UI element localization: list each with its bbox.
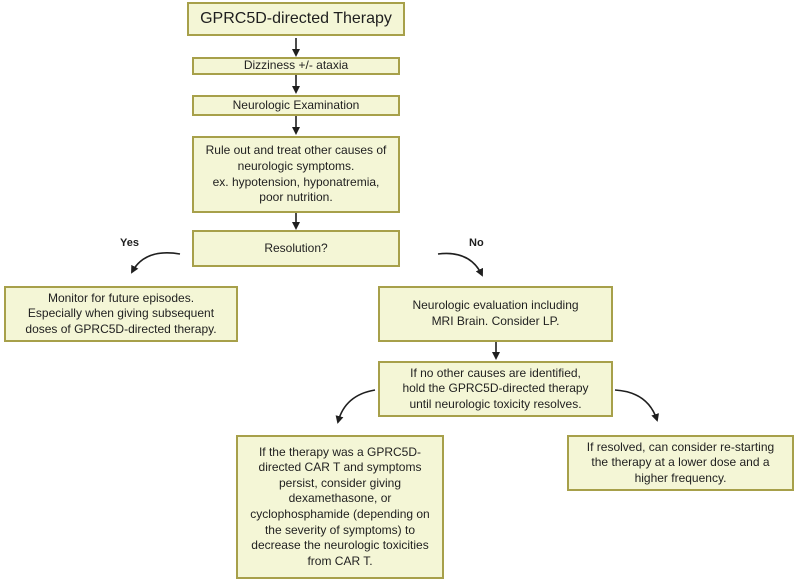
node-therapy-text: GPRC5D-directed Therapy — [200, 9, 392, 27]
node-rule-out: Rule out and treat other causes of neuro… — [192, 136, 400, 213]
node-neuro-exam-text: Neurologic Examination — [232, 97, 360, 112]
node-car-t: If the therapy was a GPRC5D- directed CA… — [236, 435, 444, 579]
node-therapy: GPRC5D-directed Therapy — [187, 2, 405, 36]
node-restart-text: If resolved, can consider re-starting th… — [586, 439, 775, 485]
arrow-no-branch — [437, 252, 484, 277]
node-dizziness: Dizziness +/- ataxia — [192, 57, 400, 75]
node-monitor-text: Monitor for future episodes. Especially … — [25, 290, 217, 336]
node-resolution-text: Resolution? — [264, 240, 328, 255]
node-hold-text: If no other causes are identified, hold … — [402, 365, 589, 411]
arrow-hold-to-car-t — [335, 389, 376, 424]
node-neuro-eval-text: Neurologic evaluation including MRI Brai… — [412, 298, 579, 328]
node-restart: If resolved, can consider re-starting th… — [567, 435, 794, 491]
node-car-t-text: If the therapy was a GPRC5D- directed CA… — [250, 444, 430, 568]
label-no: No — [469, 237, 484, 249]
node-resolution: Resolution? — [192, 230, 400, 267]
node-neuro-exam: Neurologic Examination — [192, 95, 400, 116]
label-yes: Yes — [120, 237, 139, 249]
arrow-yes-branch — [131, 252, 181, 274]
arrow-hold-to-restart — [614, 389, 659, 422]
node-monitor: Monitor for future episodes. Especially … — [4, 286, 238, 342]
node-dizziness-text: Dizziness +/- ataxia — [243, 58, 349, 73]
node-hold: If no other causes are identified, hold … — [378, 361, 613, 417]
node-neuro-eval: Neurologic evaluation including MRI Brai… — [378, 286, 613, 342]
node-rule-out-text: Rule out and treat other causes of neuro… — [205, 143, 387, 205]
